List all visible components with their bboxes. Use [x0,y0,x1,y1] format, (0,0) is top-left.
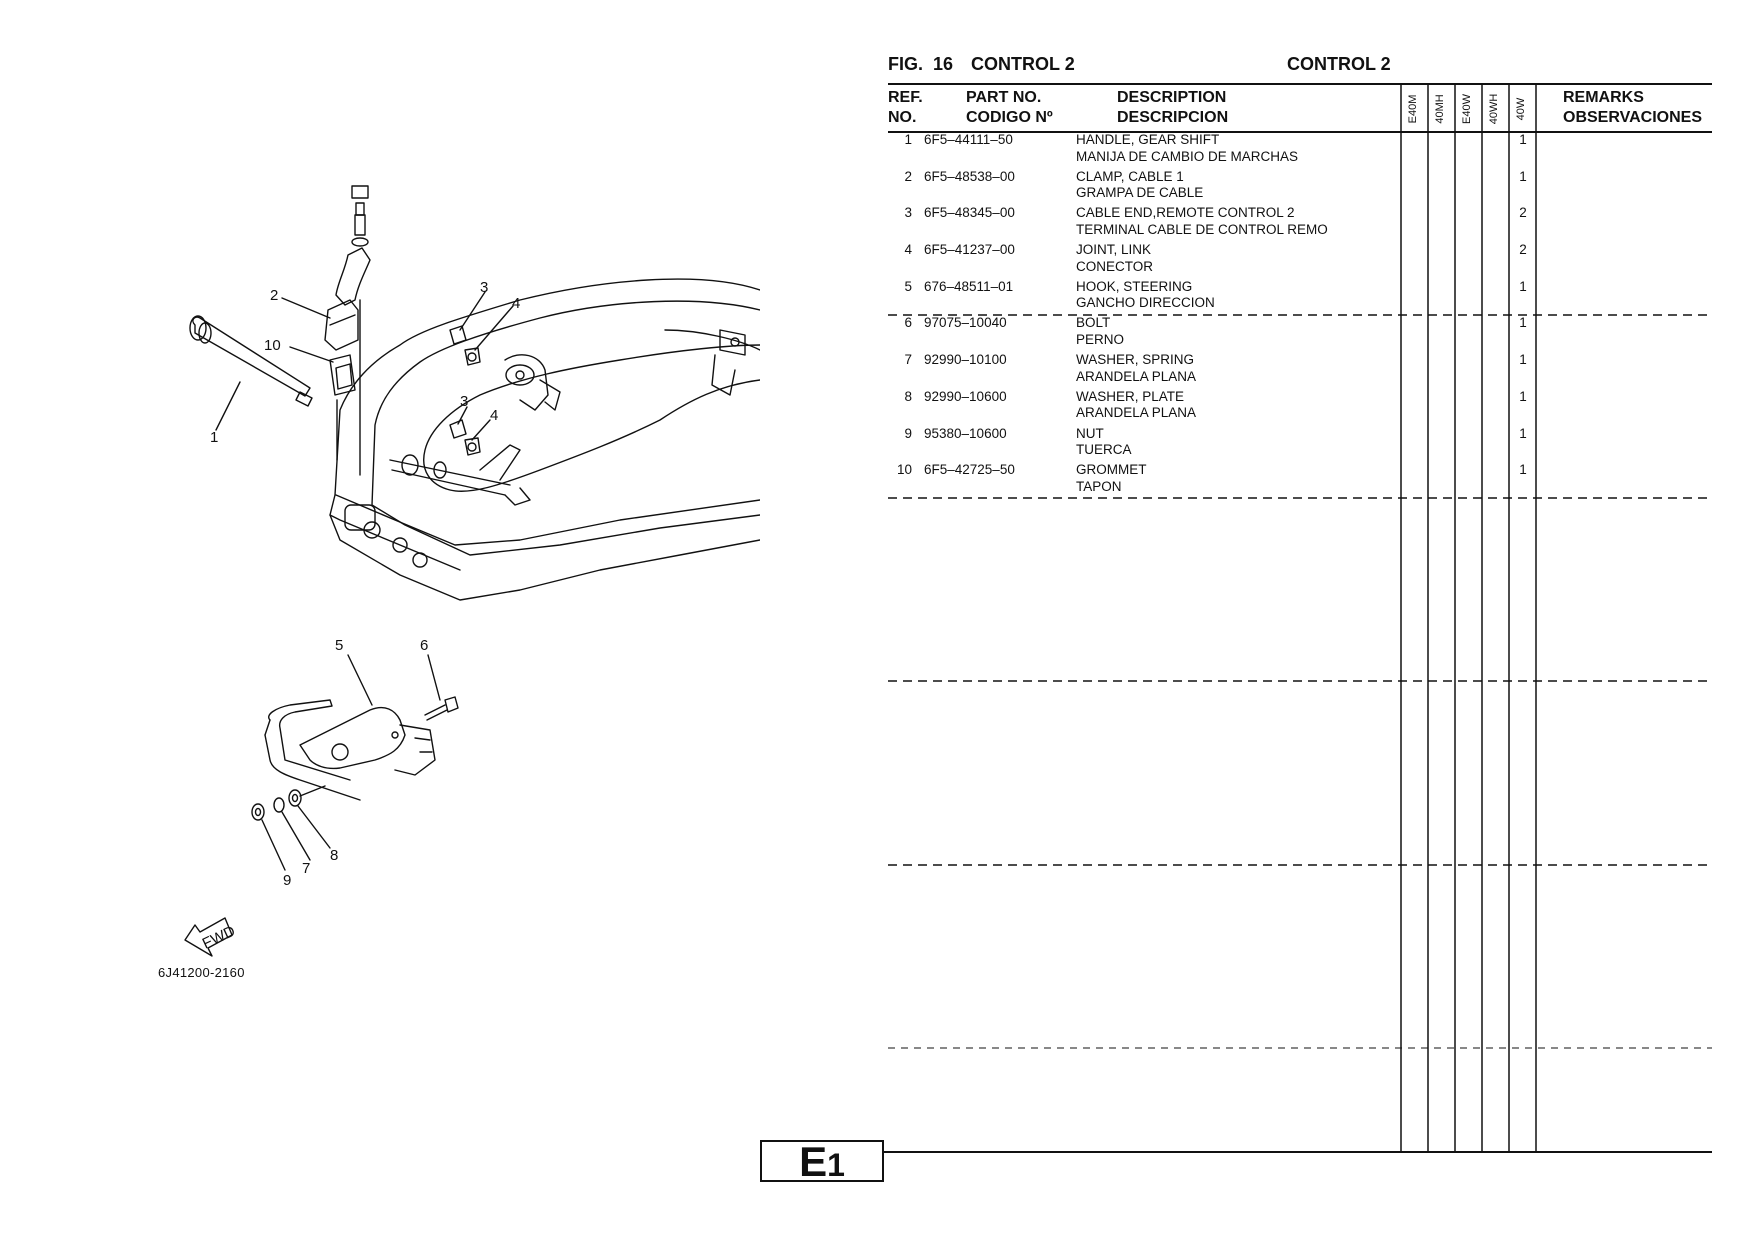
part-number-cell: 97075–10040 [924,315,1007,331]
diagram-code: 6J41200-2160 [158,965,245,980]
part-number-cell: 6F5–44111–50 [924,132,1013,147]
part-number-cell: 6F5–41237–00 [924,242,1015,258]
ref-header-es: NO. [888,109,917,126]
qty-cell: 2 [1519,242,1527,258]
ref-cell: 2 [904,168,912,184]
svg-text:5: 5 [335,637,343,654]
ref-cell: 10 [896,462,912,478]
svg-text:6: 6 [420,637,428,654]
model-header-e40w: E40W [1461,94,1473,124]
page-badge-number: 1 [827,1147,845,1183]
figure-label: FIG. [888,54,923,74]
ref-cell: 5 [904,278,912,294]
svg-text:8: 8 [330,847,338,864]
figure-title-es: CONTROL 2 [1287,54,1391,74]
svg-text:4: 4 [490,407,498,424]
ref-cell: 9 [904,425,912,441]
ref-header-en: REF. [888,89,923,106]
qty-cell: 2 [1519,205,1527,221]
part-number-cell: 95380–10600 [924,425,1007,441]
ref-cell: 3 [904,205,912,221]
svg-text:9: 9 [283,872,291,889]
qty-cell: 1 [1519,132,1527,147]
svg-text:10: 10 [264,337,281,354]
qty-cell: 1 [1519,168,1527,184]
model-header-40wh: 40WH [1488,93,1500,125]
description-header-en: DESCRIPTION [1117,89,1227,106]
svg-text:7: 7 [302,860,310,877]
figure-name: CONTROL 2 [971,54,1075,74]
ref-cell: 4 [904,242,912,258]
svg-text:3: 3 [480,279,488,296]
qty-cell: 1 [1519,352,1527,368]
part-header: PART NO. CODIGO Nº [966,88,1053,128]
fwd-label: FWD [200,923,238,953]
exploded-parts-diagram: 2 10 1 3 4 3 4 5 6 7 8 9 FWD [184,185,760,957]
part-number-cell: 676–48511–01 [924,278,1014,294]
svg-text:2: 2 [270,287,278,304]
remarks-header: REMARKS OBSERVACIONES [1563,88,1702,128]
qty-cell: 1 [1519,315,1527,331]
part-number-cell: 92990–10100 [924,352,1007,368]
ref-cell: 6 [904,315,912,331]
remarks-header-es: OBSERVACIONES [1563,109,1702,126]
table-row: 3 6F5–48345–00 CABLE END,REMOTE CONTROL … [888,205,1708,242]
page-badge-letter: E [799,1138,828,1185]
page-badge: E1 [760,1138,884,1185]
qty-cell: 1 [1519,278,1527,294]
ref-cell: 7 [904,352,912,368]
part-number-cell: 6F5–42725–50 [924,462,1015,478]
part-number-cell: 92990–10600 [924,388,1007,404]
model-header-e40m: E40M [1407,94,1419,124]
model-header-40mh: 40MH [1434,94,1446,124]
description-header-es: DESCRIPCION [1117,109,1229,126]
part-header-es: CODIGO Nº [966,109,1053,126]
ref-header: REF. NO. [888,88,923,128]
ref-cell: 1 [904,132,912,147]
figure-number: 16 [933,54,954,74]
model-header-40w: 40W [1515,97,1527,121]
part-number-cell: 6F5–48345–00 [924,205,1015,221]
remarks-header-en: REMARKS [1563,89,1644,106]
qty-cell: 1 [1519,425,1527,441]
figure-title: FIG. 16 CONTROL 2 [888,54,1075,75]
part-number-cell: 6F5–48538–00 [924,168,1015,184]
description-header: DESCRIPTION DESCRIPCION [1117,88,1228,128]
svg-text:3: 3 [460,393,468,410]
ref-cell: 8 [904,388,912,404]
part-header-en: PART NO. [966,89,1042,106]
svg-text:4: 4 [512,295,520,312]
svg-text:1: 1 [210,429,218,446]
qty-cell: 1 [1519,462,1527,478]
qty-cell: 1 [1519,388,1527,404]
